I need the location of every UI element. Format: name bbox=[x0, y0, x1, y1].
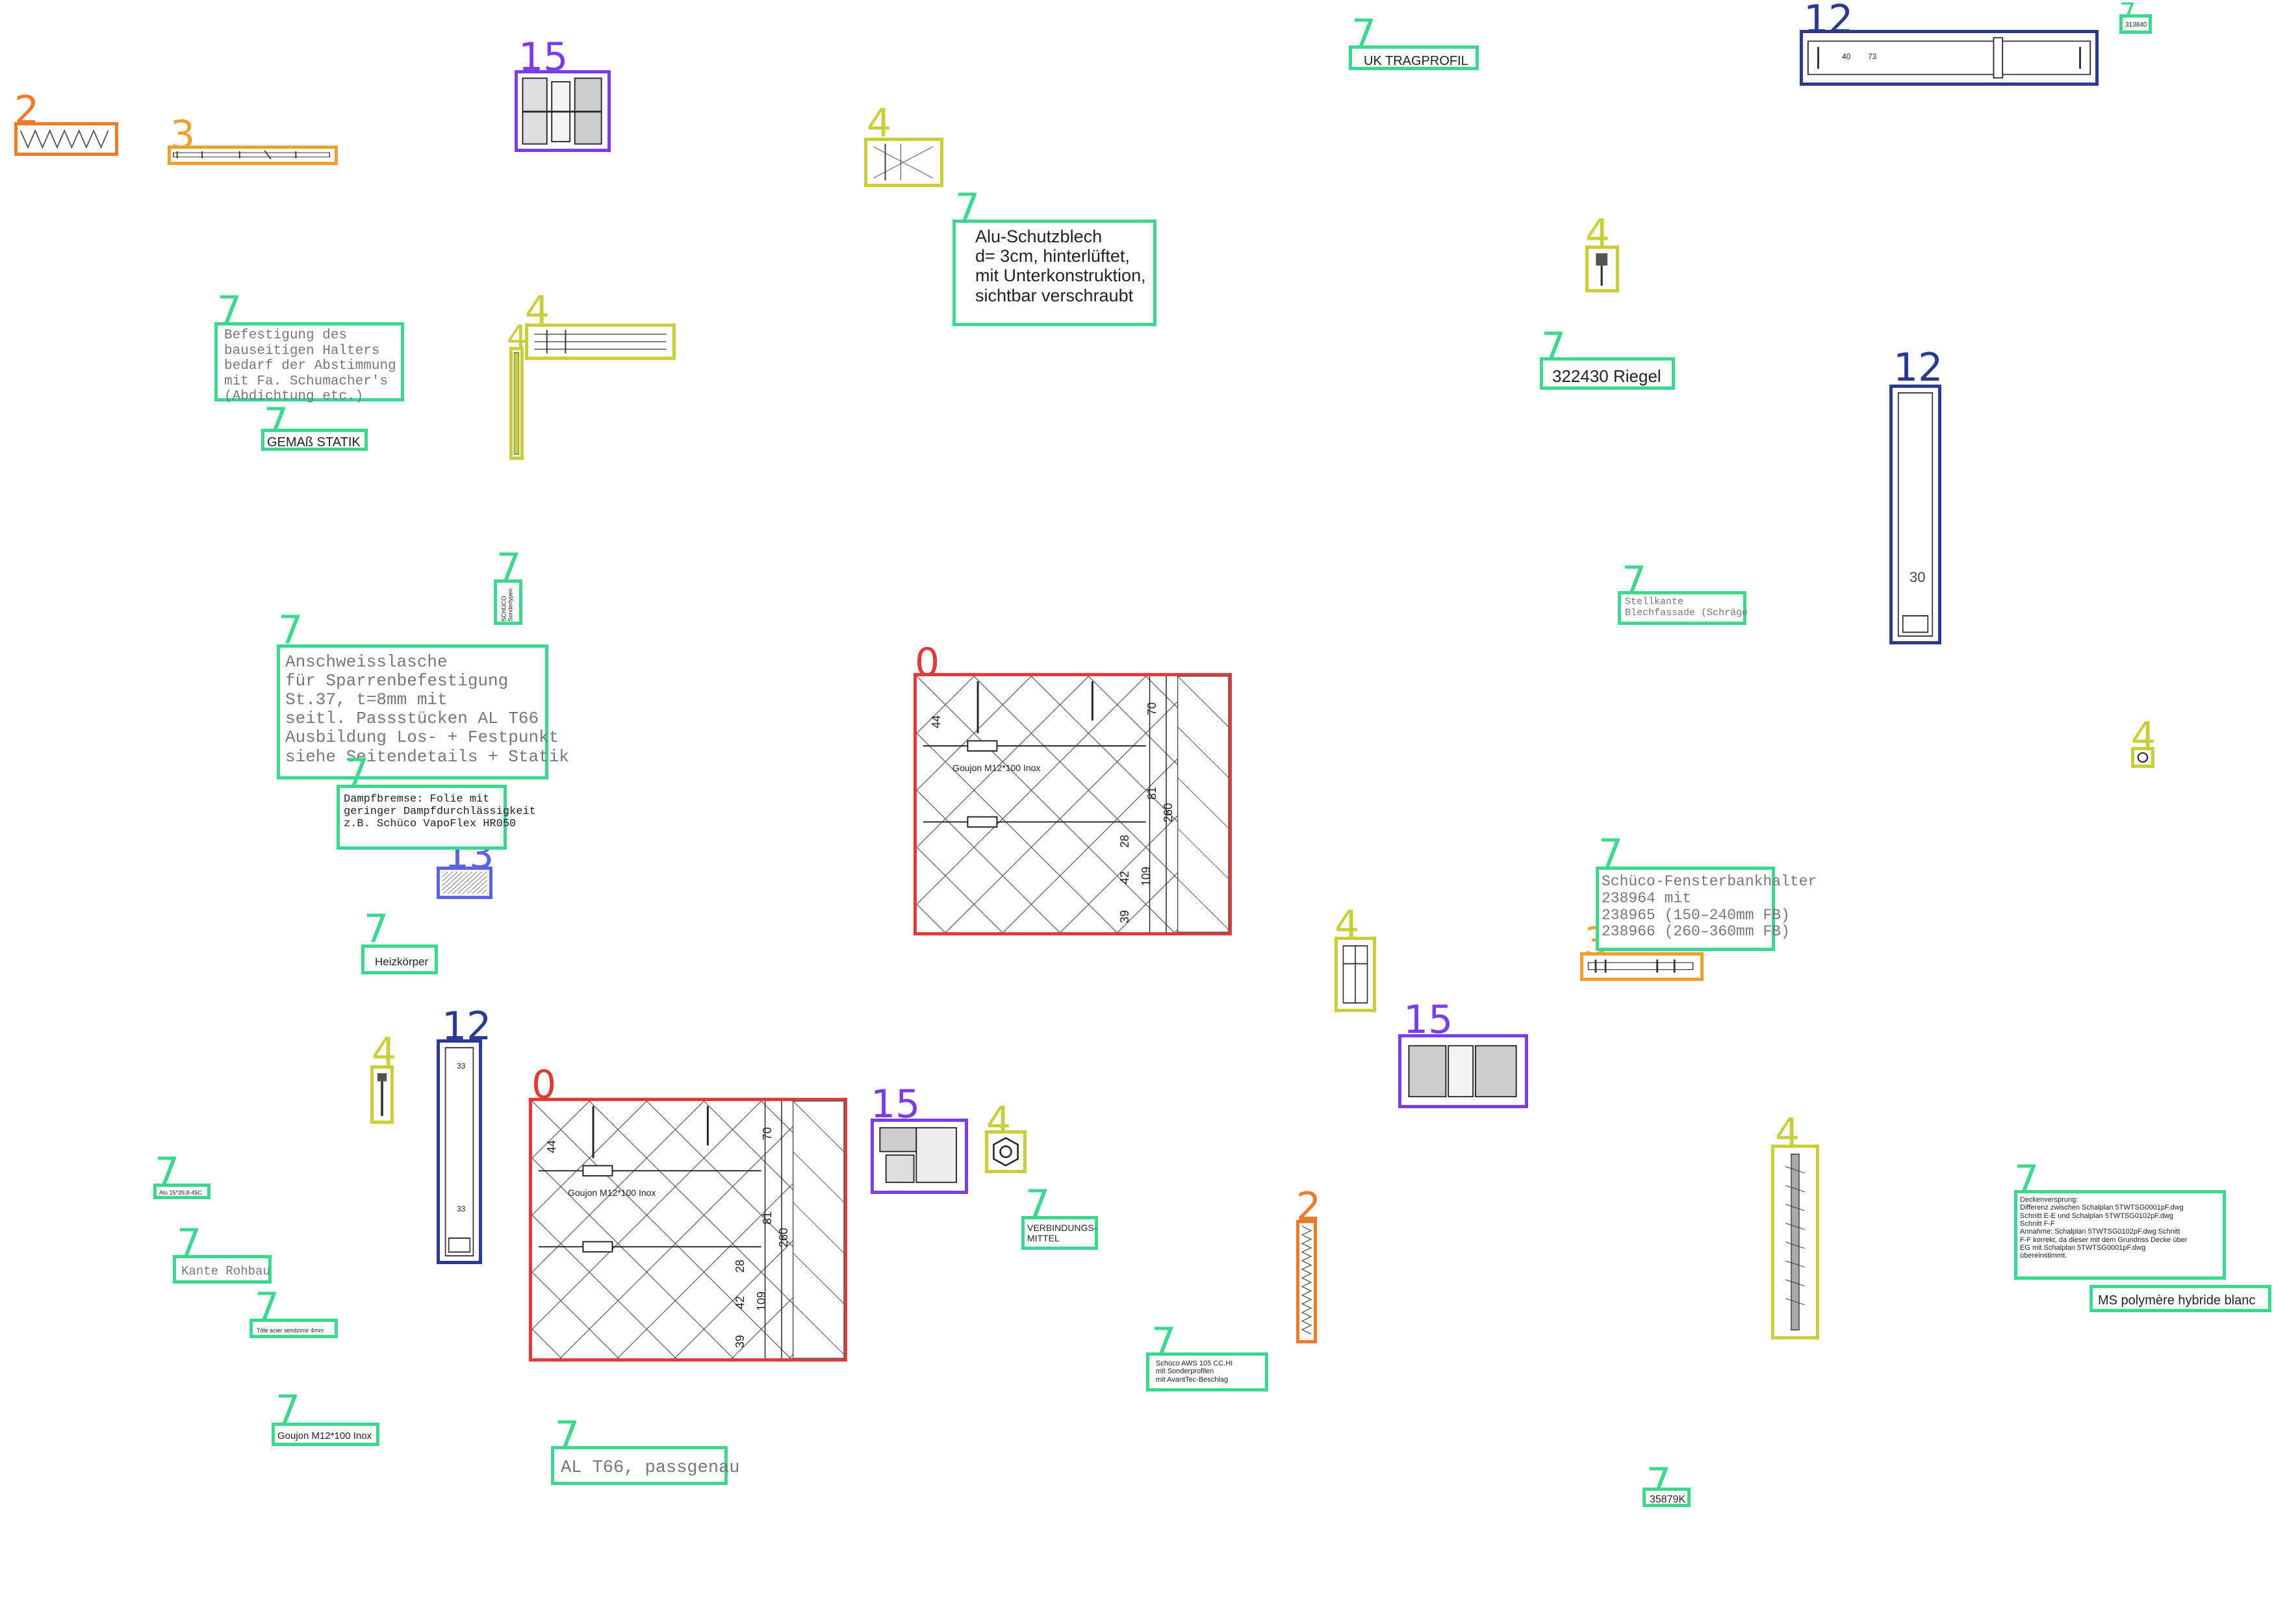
text-riegel: 322430 Riegel bbox=[1540, 357, 1675, 390]
screw-long-vertical bbox=[1771, 1145, 1819, 1339]
text-schuco-aws: Schüco AWS 105 CC.HI mit Sonderprofilen … bbox=[1146, 1352, 1268, 1391]
profile-12-vertical: 33 33 bbox=[437, 1039, 482, 1264]
section-detail-anchor: Goujon M12*100 Inox 44 70 81 260 28 42 1… bbox=[529, 1098, 847, 1362]
text-anschweisslasche: Anschweisslasche für Sparrenbefestigung … bbox=[277, 644, 569, 780]
nut-symbol bbox=[985, 1130, 1027, 1173]
profile-12-horizontal: 40 73 bbox=[1800, 30, 2099, 86]
label-class-7: 7 bbox=[364, 906, 389, 952]
dimension-label: 109 bbox=[754, 1291, 768, 1312]
text-goujon: Goujon M12*100 Inox bbox=[272, 1423, 379, 1446]
dimension-label: 39 bbox=[733, 1335, 747, 1349]
dimension-label: 44 bbox=[929, 715, 943, 729]
screw-symbol bbox=[370, 1065, 394, 1124]
text-deckenversprung: Deckenversprung: Differenz zwischen Scha… bbox=[2014, 1190, 2226, 1280]
anchor-plate-vertical bbox=[509, 347, 524, 460]
anchor-label: Goujon M12*100 Inox bbox=[952, 763, 1041, 773]
screw-symbol bbox=[1585, 246, 1619, 292]
profile-mark: 33 bbox=[457, 1061, 466, 1071]
screw-bolt-horizontal bbox=[168, 146, 338, 165]
text-befestigung: Befestigung des bauseitigen Halters beda… bbox=[214, 322, 404, 404]
dimension-label: 28 bbox=[733, 1260, 747, 1273]
text-toles: Tôle acier sendzimir 4mm bbox=[249, 1319, 338, 1338]
section-detail-anchor: Goujon M12*100 Inox 44 70 81 260 28 42 1… bbox=[913, 673, 1232, 935]
text-kante-rohbau: Kante Rohbau bbox=[173, 1255, 272, 1284]
text-small-code: 313840 bbox=[2119, 14, 2152, 34]
label-class-4: 4 bbox=[867, 101, 892, 146]
text-alu-schutzblech: Alu-Schutzblech d= 3cm, hinterlüftet, mi… bbox=[952, 220, 1156, 326]
text-heizkorper: Heizkörper bbox=[361, 945, 438, 974]
text-ms-polymere: MS polymère hybride blanc bbox=[2089, 1285, 2271, 1312]
dimension-label: 70 bbox=[1145, 702, 1158, 716]
text-uk-tragprofil: UK TRAGPROFIL bbox=[1349, 45, 1479, 70]
profile-mark: 40 bbox=[1842, 52, 1851, 61]
screw-bolt-horizontal bbox=[1580, 952, 1704, 981]
profile-mark: 33 bbox=[457, 1204, 466, 1213]
anchor-label: Goujon M12*100 Inox bbox=[568, 1187, 656, 1198]
label-class-12: 12 bbox=[1893, 345, 1943, 390]
label-class-7: 7 bbox=[278, 607, 303, 653]
window-profile-section bbox=[871, 1119, 968, 1194]
insulation-zigzag-symbol bbox=[14, 122, 118, 156]
text-alu-small: Alu 15*39,8-45C bbox=[153, 1184, 211, 1199]
text-fensterbankhalter: Schüco-Fensterbankhalter 238964 mit 2389… bbox=[1596, 867, 1817, 951]
text-gemass-statik: GEMAß STATIK bbox=[261, 429, 368, 451]
insulation-zigzag-vertical bbox=[1296, 1220, 1317, 1343]
label-class-15: 15 bbox=[1403, 997, 1453, 1043]
bracket-detail bbox=[1335, 937, 1376, 1012]
text-dampfbremse: Dampfbremse: Folie mit geringer Dampfdur… bbox=[337, 785, 536, 850]
dimension-label: 109 bbox=[1139, 867, 1153, 887]
dimension-label: 70 bbox=[760, 1127, 774, 1141]
nut-symbol bbox=[2131, 747, 2154, 768]
text-al-t66: AL T66, passgenau bbox=[551, 1446, 739, 1485]
dimension-label: 42 bbox=[733, 1296, 747, 1310]
dimension-label: 260 bbox=[1161, 803, 1175, 823]
window-profile-section bbox=[515, 70, 611, 152]
profile-mark: 30 bbox=[1910, 569, 1926, 585]
dimension-label: 39 bbox=[1118, 910, 1131, 924]
dimension-label: 81 bbox=[1145, 787, 1158, 800]
label-class-15: 15 bbox=[871, 1082, 921, 1127]
profile-mark: 73 bbox=[1868, 52, 1877, 61]
window-profile-section bbox=[1398, 1034, 1528, 1108]
text-35879: 35879K bbox=[1642, 1488, 1691, 1507]
dimension-label: 260 bbox=[776, 1228, 790, 1248]
bracket-detail bbox=[864, 138, 943, 187]
dimension-label: 81 bbox=[760, 1212, 774, 1225]
text-stellkante: Stellkante Blechfassade (Schräge bbox=[1618, 591, 1748, 625]
text-vertical-small: SCHÜCO Sondertypen bbox=[494, 579, 522, 625]
hatched-fill-symbol bbox=[437, 867, 492, 899]
dimension-label: 28 bbox=[1118, 835, 1131, 848]
text-verbindungsmittel: VERBINDUNGS- MITTEL bbox=[1021, 1216, 1098, 1250]
dimension-label: 44 bbox=[544, 1140, 558, 1154]
anchor-plate-horizontal bbox=[525, 324, 676, 360]
dimension-label: 42 bbox=[1118, 871, 1131, 885]
profile-12-vertical: 30 bbox=[1889, 385, 1941, 644]
